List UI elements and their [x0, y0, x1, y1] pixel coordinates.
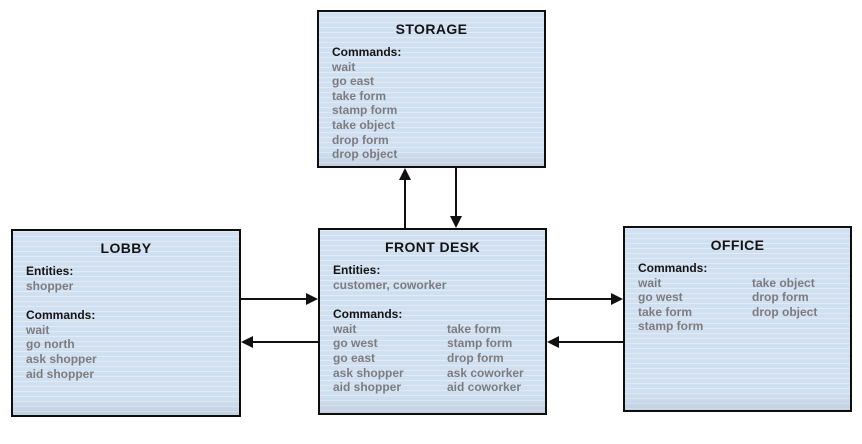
command-item: ask shopper	[26, 351, 97, 366]
entities-value: shopper	[26, 278, 74, 293]
room-box-office: OFFICE Commands: wait go west take form …	[623, 226, 852, 412]
command-item: drop form	[332, 132, 389, 147]
command-item: wait	[638, 275, 662, 290]
command-item: drop form	[752, 290, 809, 305]
room-title-lobby: LOBBY	[100, 240, 152, 256]
command-item: drop form	[447, 350, 504, 365]
entities-label: Entities:	[333, 263, 381, 277]
command-item: ask shopper	[333, 365, 404, 380]
commands-label: Commands:	[638, 261, 708, 275]
room-box-front-desk: FRONT DESK Entities: customer, coworker …	[318, 228, 547, 415]
command-item: aid shopper	[333, 380, 402, 395]
arrow-line	[455, 168, 457, 216]
arrowhead-right-icon	[306, 293, 318, 305]
command-item: stamp form	[447, 336, 513, 351]
command-item: take form	[447, 321, 502, 336]
room-title-office: OFFICE	[710, 237, 765, 253]
command-item: take object	[752, 275, 815, 290]
arrow-line	[241, 298, 307, 300]
arrowhead-down-icon	[450, 216, 462, 228]
entities-label: Entities:	[26, 264, 74, 278]
command-item: go west	[638, 290, 683, 305]
room-box-storage: STORAGE Commands: wait go east take form…	[317, 10, 546, 168]
command-item: go east	[333, 350, 376, 365]
room-box-lobby: LOBBY Entities: shopper Commands: wait g…	[11, 229, 241, 417]
command-item: go west	[333, 336, 378, 351]
command-item: wait	[333, 321, 357, 336]
command-item: drop object	[332, 147, 398, 162]
arrowhead-left-icon	[241, 336, 253, 348]
room-title-front-desk: FRONT DESK	[385, 239, 480, 255]
commands-label: Commands:	[332, 45, 402, 59]
command-item: go north	[26, 337, 75, 352]
command-item: wait	[332, 59, 356, 74]
arrow-line	[558, 341, 623, 343]
command-item: take object	[332, 117, 395, 132]
room-title-storage: STORAGE	[395, 21, 468, 37]
command-item: take form	[638, 304, 693, 319]
arrow-line	[547, 298, 612, 300]
arrow-line	[404, 179, 406, 228]
arrowhead-up-icon	[399, 168, 411, 180]
command-item: stamp form	[332, 103, 398, 118]
commands-label: Commands:	[333, 307, 403, 322]
command-item: take form	[332, 88, 387, 103]
entities-value: customer, coworker	[333, 277, 447, 292]
command-item: ask coworker	[447, 365, 524, 380]
commands-label: Commands:	[26, 308, 96, 323]
arrowhead-right-icon	[611, 293, 623, 305]
arrow-line	[252, 341, 318, 343]
command-item: wait	[26, 322, 50, 337]
command-item: aid coworker	[447, 380, 522, 395]
command-item: stamp form	[638, 319, 704, 334]
command-item: go east	[332, 74, 375, 89]
arrowhead-left-icon	[547, 336, 559, 348]
command-item: drop object	[752, 304, 818, 319]
command-item: aid shopper	[26, 366, 95, 381]
